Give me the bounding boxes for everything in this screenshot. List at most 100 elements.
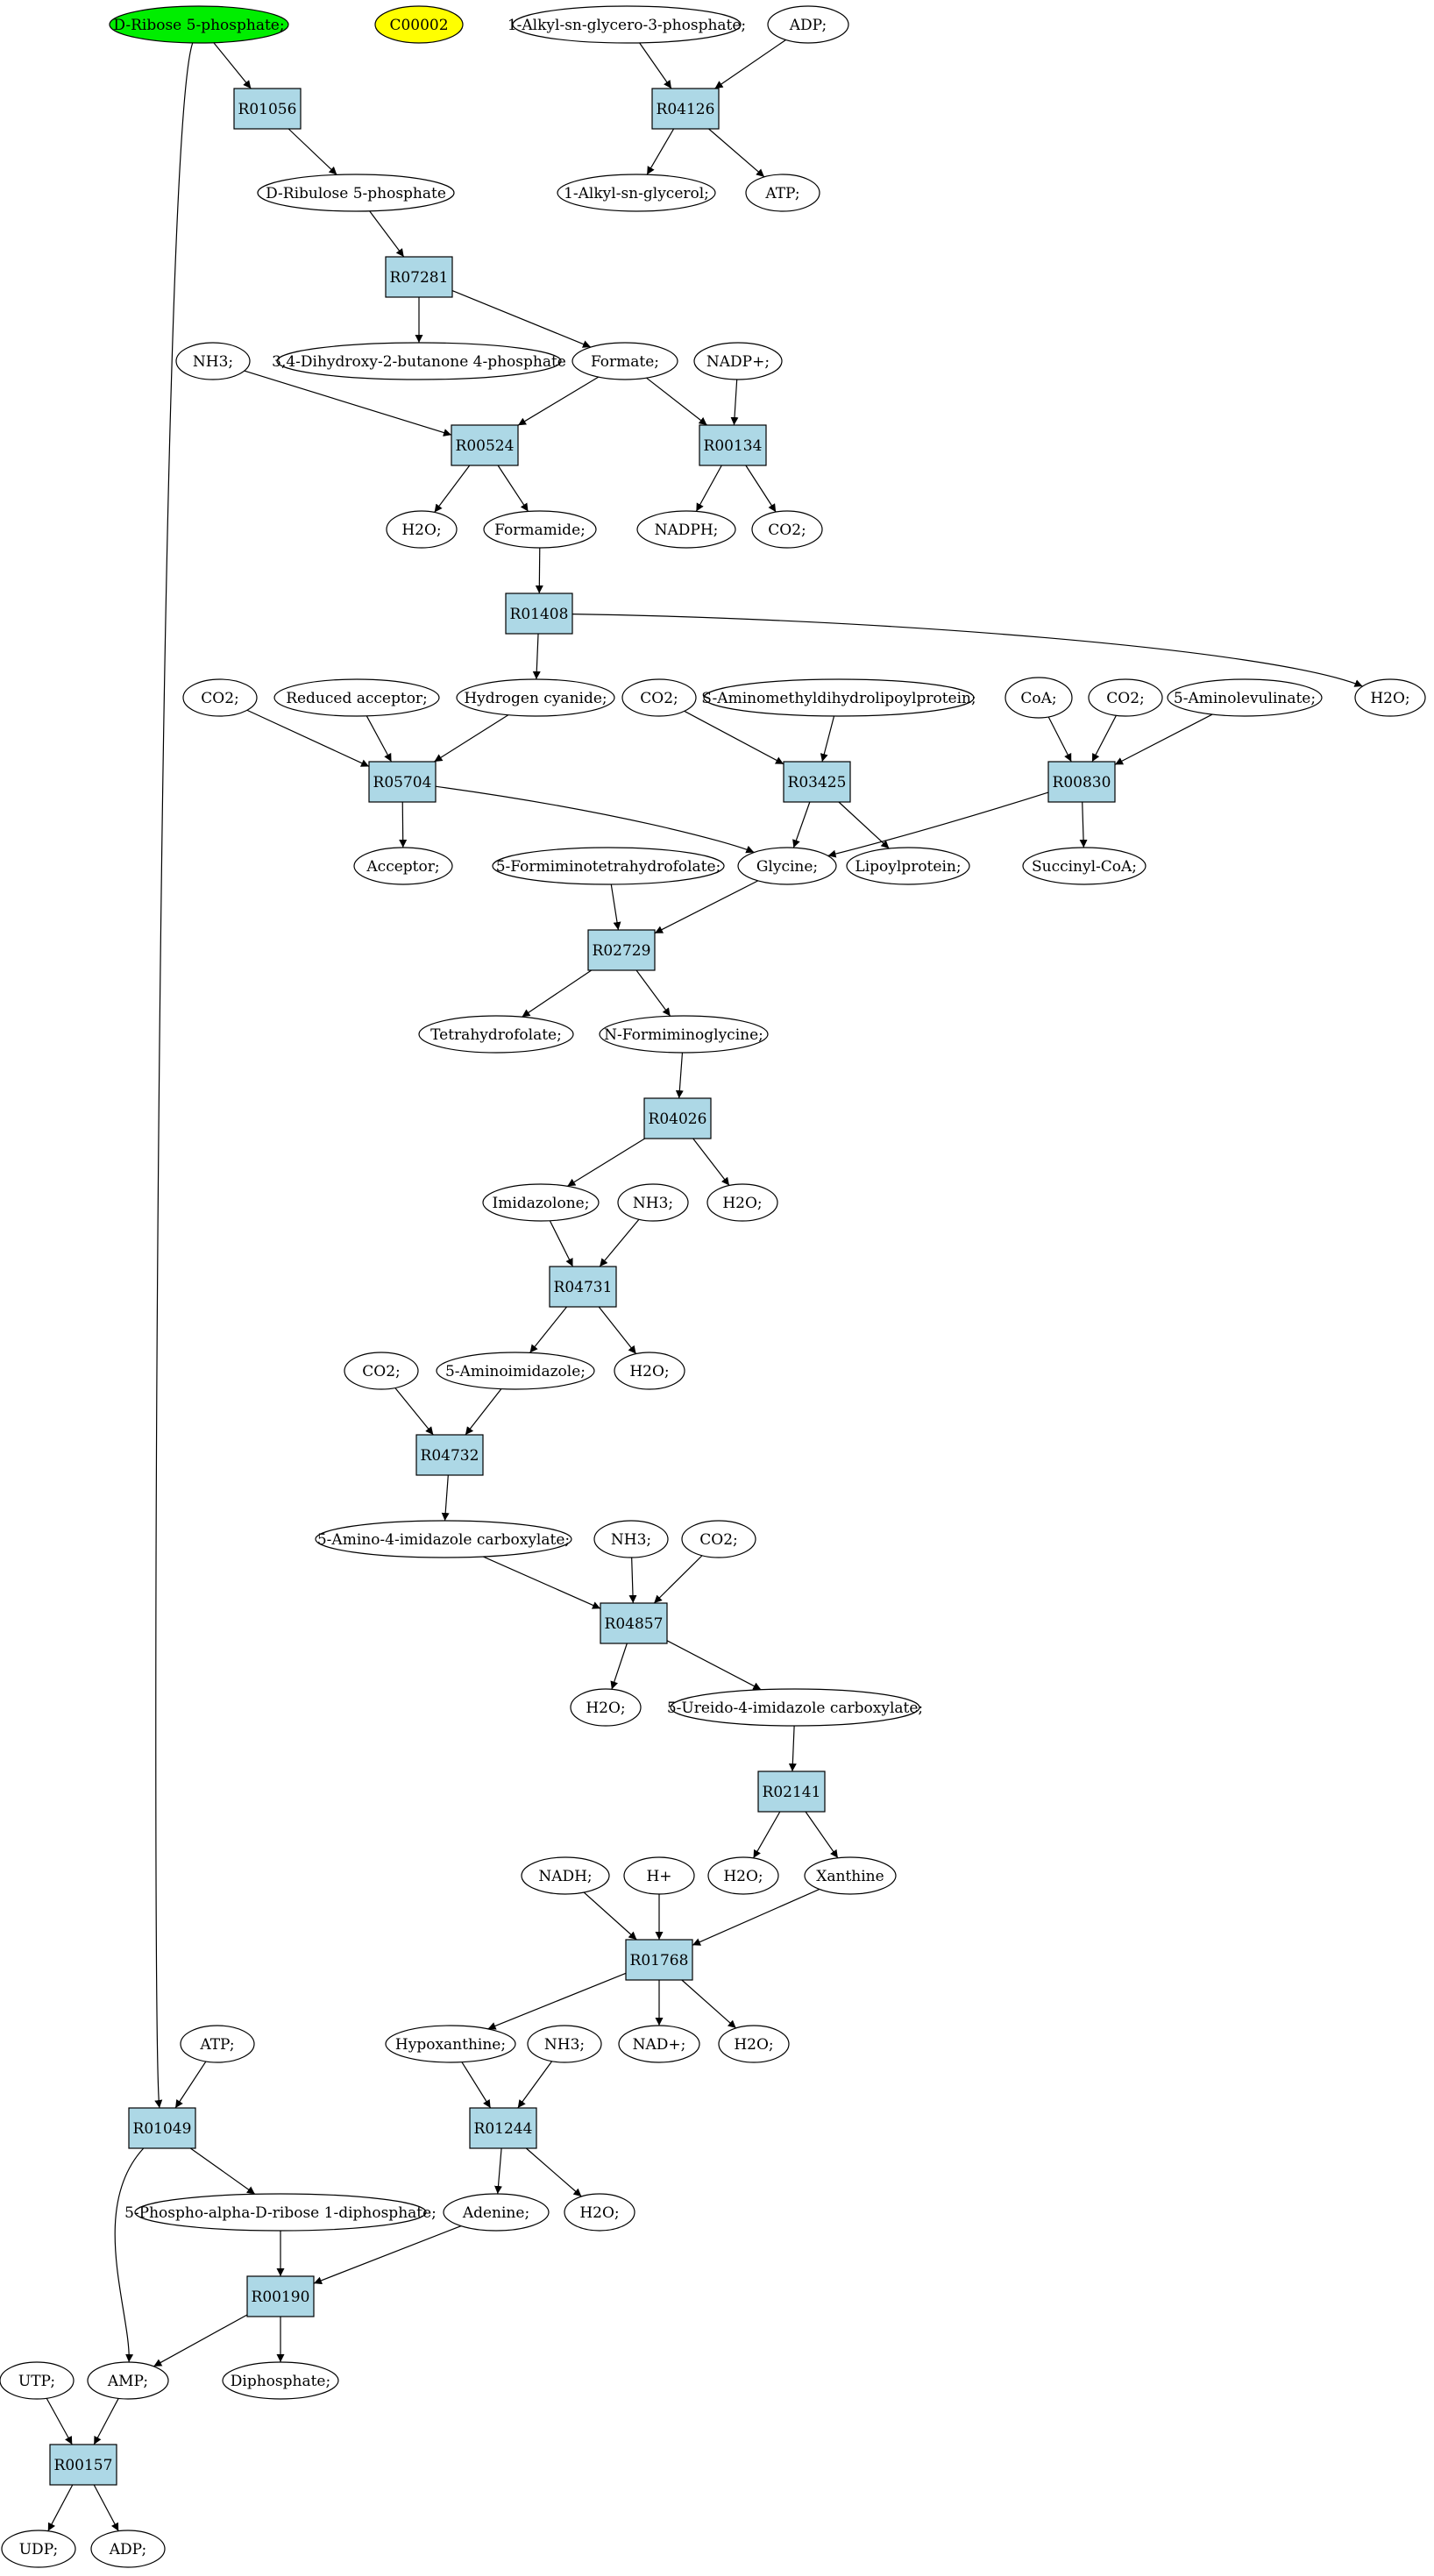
compound-node-nh3-4: NH3; <box>527 2025 602 2063</box>
edge-r00830-to-succoa <box>1079 801 1088 848</box>
compound-ellipse <box>456 678 615 717</box>
edge-nh3-1-to-r00524 <box>244 370 452 436</box>
edge-hcn-to-r05704 <box>434 714 509 763</box>
edge-r00524-to-formamide <box>497 465 529 512</box>
node-label: R00524 <box>456 437 515 455</box>
compound-ellipse <box>1022 847 1146 885</box>
node-label: Tetrahydrofolate; <box>430 1026 562 1044</box>
compound-node-redacc: Reduced acceptor; <box>273 678 440 717</box>
reaction-node-r03425: R03425 <box>783 761 851 803</box>
node-label: H2O; <box>579 2204 619 2222</box>
node-label: R04126 <box>657 101 715 118</box>
node-label: ATP; <box>199 2036 234 2054</box>
reaction-box <box>587 929 656 971</box>
compound-ellipse <box>443 2193 550 2232</box>
node-label: Acceptor; <box>366 858 439 876</box>
compound-ellipse <box>180 2025 255 2063</box>
compound-ellipse <box>745 174 820 212</box>
node-label: Succinyl-CoA; <box>1032 858 1137 876</box>
compound-ellipse <box>707 1856 779 1895</box>
compound-node-lipoyl: Lipoylprotein; <box>846 847 970 885</box>
compound-ellipse <box>623 1856 695 1895</box>
edge-r01408-to-h2o-2 <box>571 613 1363 687</box>
compound-node-aminoimidazole: 5-Aminoimidazole; <box>436 1352 595 1390</box>
compound-node-h2o-4: H2O; <box>614 1352 685 1390</box>
edge-r03425-to-lipoyl <box>838 801 890 849</box>
reaction-box <box>49 2444 117 2486</box>
compound-ellipse <box>564 2193 635 2232</box>
reaction-node-r04126: R04126 <box>651 88 720 130</box>
edge-r01768-to-hypoxanthine <box>487 1972 627 2030</box>
node-label: 5-Amino-4-imidazole carboxylate; <box>317 1531 570 1549</box>
compound-node-nadh: NADH; <box>521 1856 610 1895</box>
node-label: S-Aminomethyldihydrolipoylprotein; <box>701 690 976 707</box>
node-label: NADPH; <box>655 522 719 539</box>
node-label: NADP+; <box>706 353 770 371</box>
node-label: N-Formiminoglycine; <box>604 1026 763 1044</box>
edge-r04026-to-h2o-3 <box>692 1138 730 1186</box>
node-label: ADP; <box>109 2541 146 2558</box>
compound-node-glycine: Glycine; <box>737 847 837 885</box>
compound-node-nadph: NADPH; <box>636 510 736 549</box>
reaction-box <box>643 1097 712 1139</box>
compound-node-h2o-6: H2O; <box>707 1856 779 1895</box>
node-label: NAD+; <box>633 2036 686 2054</box>
node-label: 5-Ureido-4-imidazole carboxylate; <box>667 1700 923 1717</box>
compound-node-samdlp: S-Aminomethyldihydrolipoylprotein; <box>701 678 976 717</box>
compound-ellipse <box>273 678 440 717</box>
edge-r02141-to-xanthine <box>805 1811 839 1859</box>
compound-node-adp-top: ADP; <box>767 5 849 44</box>
edge-imidazolone-to-r04731 <box>549 1220 574 1267</box>
compound-node-nh3-1: NH3; <box>175 342 251 380</box>
node-label: D-Ribulose 5-phosphate <box>266 185 446 202</box>
compound-node-alkylsnglycerol: 1-Alkyl-sn-glycerol; <box>557 174 716 212</box>
node-label: R04732 <box>421 1447 479 1465</box>
compound-node-formate: Formate; <box>571 342 678 380</box>
edge-r04731-to-aminoimidazole <box>529 1306 568 1353</box>
node-label: NH3; <box>544 2036 585 2054</box>
edge-r04732-to-aic <box>441 1474 450 1522</box>
node-label: 5-Formiminotetrahydrofolate; <box>496 858 721 876</box>
compound-node-prpp: 5-Phospho-alpha-D-ribose 1-diphosphate; <box>124 2193 437 2232</box>
compound-node-hplus: H+ <box>623 1856 695 1895</box>
compound-node-nfg: N-Formiminoglycine; <box>599 1015 769 1054</box>
edge-r04126-to-alkylsnglycerol <box>646 128 675 175</box>
compound-node-formamide: Formamide; <box>483 510 597 549</box>
compound-node-succoa: Succinyl-CoA; <box>1022 847 1146 885</box>
edge-atp-2-to-r01049 <box>174 2061 207 2109</box>
reaction-node-r04026: R04026 <box>643 1097 712 1139</box>
node-label: R04731 <box>554 1279 613 1296</box>
node-label: ATP; <box>764 185 799 202</box>
compound-ellipse <box>109 5 289 44</box>
edge-formamide-to-r01408 <box>535 547 543 594</box>
edge-aminoimidazole-to-r04732 <box>465 1388 502 1436</box>
edge-r01049-to-amp <box>114 2147 145 2363</box>
node-label: R01244 <box>474 2120 533 2138</box>
reaction-node-r04857: R04857 <box>600 1602 668 1644</box>
edge-ribose5p-to-r01056 <box>213 42 252 89</box>
reaction-node-r00190: R00190 <box>246 2275 315 2317</box>
compound-node-coa: CoA; <box>1005 677 1073 719</box>
edge-r04026-to-imidazolone <box>566 1138 645 1187</box>
node-label: H+ <box>646 1868 671 1885</box>
reaction-box <box>549 1266 617 1308</box>
compound-ellipse <box>693 342 783 380</box>
compound-node-atp-top: ATP; <box>745 174 820 212</box>
node-label: UTP; <box>18 2373 55 2390</box>
node-label: H2O; <box>401 522 441 539</box>
compound-ellipse <box>175 342 251 380</box>
compound-node-co2-4: CO2; <box>1088 678 1163 717</box>
node-label: H2O; <box>586 1700 625 1717</box>
reaction-node-r02729: R02729 <box>587 929 656 971</box>
node-label: Adenine; <box>462 2204 529 2222</box>
reaction-node-r00134: R00134 <box>699 424 767 466</box>
edge-ala-to-r00830 <box>1114 713 1213 765</box>
reaction-box <box>651 88 720 130</box>
node-label: AMP; <box>107 2373 148 2390</box>
compound-node-c00002: C00002 <box>374 5 464 44</box>
edge-fthf-to-r02729 <box>610 884 621 931</box>
edge-r02729-to-nfg <box>635 969 671 1017</box>
compound-ellipse <box>527 2025 602 2063</box>
reaction-box <box>246 2275 315 2317</box>
